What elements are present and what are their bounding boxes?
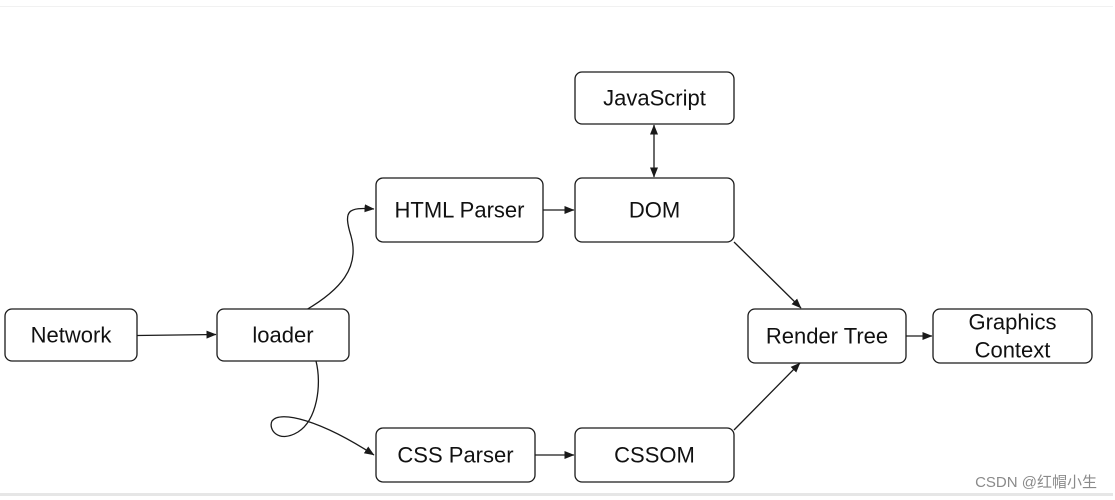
node-html-parser: HTML Parser xyxy=(375,177,544,243)
node-label: Network xyxy=(31,323,113,348)
node-label: Graphics xyxy=(968,310,1056,335)
node-box xyxy=(574,177,735,243)
node-css-parser: CSS Parser xyxy=(375,427,536,483)
edge-network-to-loader xyxy=(136,330,217,339)
node-box xyxy=(747,308,907,364)
node-javascript: JavaScript xyxy=(574,71,735,125)
node-cssom: CSSOM xyxy=(574,427,735,483)
node-label: CSSOM xyxy=(614,443,695,468)
node-box xyxy=(375,177,544,243)
node-label: DOM xyxy=(629,198,680,223)
node-label: HTML Parser xyxy=(395,198,525,223)
nodes-layer: Network loader HTML Parser DOM JavaScriptCSS… xyxy=(4,71,1093,483)
node-box xyxy=(574,71,735,125)
node-label: Render Tree xyxy=(766,324,888,349)
node-label: CSS Parser xyxy=(397,443,513,468)
node-box xyxy=(574,427,735,483)
watermark: CSDN @红帽小生 xyxy=(975,474,1097,491)
node-loader: loader xyxy=(216,308,350,362)
node-box xyxy=(216,308,350,362)
edge-loader-to-css-parser xyxy=(270,360,375,456)
node-box xyxy=(932,308,1093,364)
edge-cssom-to-render-tree xyxy=(733,362,801,431)
edge-dom-to-render-tree xyxy=(733,241,802,309)
node-label: JavaScript xyxy=(603,86,706,111)
node-render-tree: Render Tree xyxy=(747,308,907,364)
node-label: loader xyxy=(252,323,313,348)
edge-loader-to-html-parser xyxy=(305,204,375,311)
node-box xyxy=(375,427,536,483)
node-box xyxy=(4,308,138,362)
page-frame xyxy=(0,6,1113,496)
edges-layer xyxy=(136,124,933,459)
node-dom: DOM xyxy=(574,177,735,243)
node-network: Network xyxy=(4,308,138,362)
node-label: Context xyxy=(975,338,1051,363)
